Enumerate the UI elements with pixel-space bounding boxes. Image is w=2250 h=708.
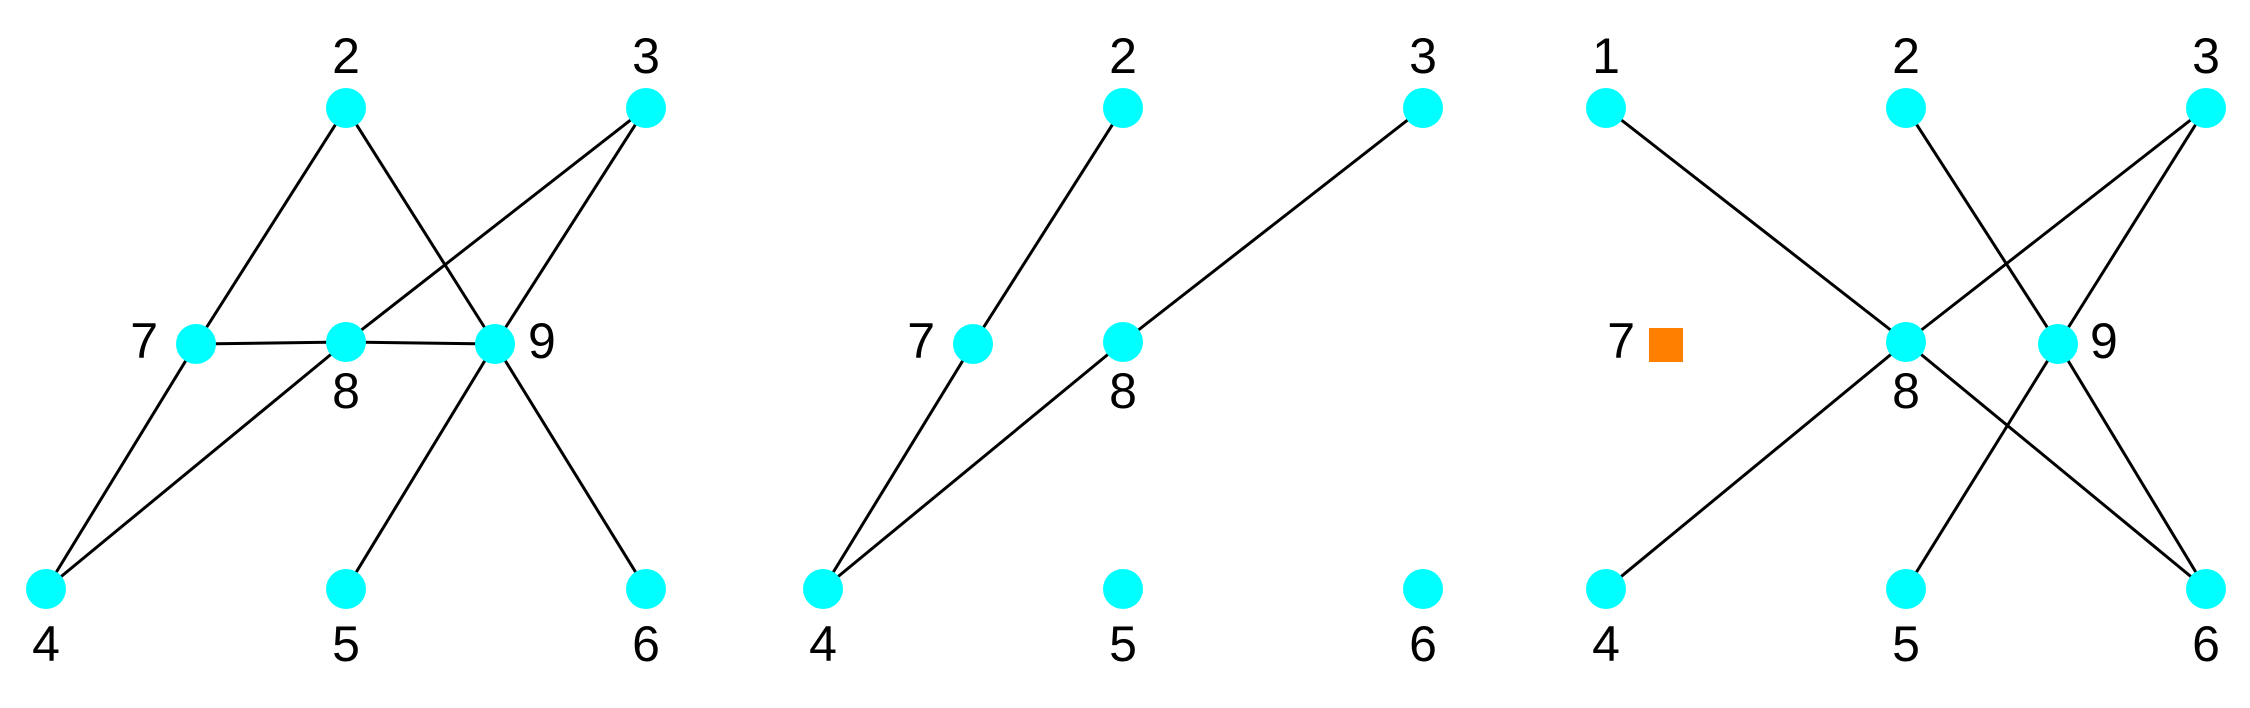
node-label-3: 3 — [1409, 28, 1437, 84]
node-5-circle — [326, 569, 366, 609]
node-label-9: 9 — [2090, 313, 2118, 369]
edge-3-8 — [1905, 106, 2207, 344]
edge-7-8 — [195, 340, 347, 346]
edge-2-9 — [1904, 107, 2060, 345]
node-label-5: 5 — [332, 616, 360, 672]
node-1-circle — [1586, 88, 1626, 128]
edge-2-7 — [971, 107, 1125, 345]
edge-7-4 — [821, 343, 975, 590]
node-5-circle — [1886, 569, 1926, 609]
node-label-2: 2 — [1109, 28, 1137, 84]
edge-8-4 — [45, 340, 347, 591]
node-4-circle — [26, 569, 66, 609]
node-label-7: 7 — [130, 313, 158, 369]
node-4-circle — [803, 569, 843, 609]
edge-9-6 — [2056, 343, 2208, 590]
node-label-3: 3 — [2192, 28, 2220, 84]
node-label-2: 2 — [332, 28, 360, 84]
edge-8-9 — [345, 340, 496, 346]
graph-panel-right: 1 2 3 7 8 9 4 5 6 — [1586, 28, 2226, 672]
edge-3-9 — [2056, 107, 2208, 345]
node-label-4: 4 — [1592, 616, 1620, 672]
node-2-circle — [1103, 88, 1143, 128]
node-8-circle — [1103, 322, 1143, 362]
edge-1-8 — [1605, 106, 1907, 344]
node-label-1: 1 — [1592, 28, 1620, 84]
graph-panel-left: 2 3 7 8 9 4 5 6 — [26, 28, 666, 672]
node-7-square-marker — [1649, 328, 1683, 362]
node-6-circle — [2186, 569, 2226, 609]
edge-9-6 — [493, 343, 648, 590]
node-label-4: 4 — [809, 616, 837, 672]
node-label-8: 8 — [1892, 363, 1920, 419]
node-2-circle — [1886, 88, 1926, 128]
node-label-4: 4 — [32, 616, 60, 672]
node-3-circle — [626, 88, 666, 128]
node-label-3: 3 — [632, 28, 660, 84]
edge-3-8 — [345, 106, 647, 344]
node-label-6: 6 — [2192, 616, 2220, 672]
edge-2-7 — [194, 107, 348, 345]
edge-2-9 — [344, 107, 497, 345]
graph-panel-middle: 2 3 7 8 4 5 6 — [803, 28, 1443, 672]
node-8-circle — [326, 322, 366, 362]
node-label-6: 6 — [1409, 616, 1437, 672]
edge-8-6 — [1905, 340, 2207, 591]
node-7-circle — [953, 324, 993, 364]
node-label-9: 9 — [528, 313, 556, 369]
edge-3-8 — [1122, 106, 1424, 344]
node-label-5: 5 — [1109, 616, 1137, 672]
node-label-6: 6 — [632, 616, 660, 672]
node-label-8: 8 — [332, 363, 360, 419]
node-9-circle — [475, 324, 515, 364]
node-label-5: 5 — [1892, 616, 1920, 672]
node-3-circle — [2186, 88, 2226, 128]
node-7-circle — [176, 324, 216, 364]
edge-9-5 — [344, 343, 497, 590]
node-4-circle — [1586, 569, 1626, 609]
edge-8-4 — [1605, 340, 1907, 591]
node-2-circle — [326, 88, 366, 128]
node-label-8: 8 — [1109, 363, 1137, 419]
node-5-circle — [1103, 569, 1143, 609]
node-6-circle — [626, 569, 666, 609]
node-label-2: 2 — [1892, 28, 1920, 84]
edge-9-5 — [1904, 343, 2060, 590]
node-3-circle — [1403, 88, 1443, 128]
edge-3-9 — [493, 107, 648, 345]
node-9-circle — [2038, 324, 2078, 364]
edge-7-4 — [44, 343, 198, 590]
node-label-7: 7 — [907, 313, 935, 369]
node-label-7: 7 — [1607, 313, 1635, 369]
edge-8-4 — [822, 340, 1124, 591]
node-8-circle — [1886, 322, 1926, 362]
node-6-circle — [1403, 569, 1443, 609]
